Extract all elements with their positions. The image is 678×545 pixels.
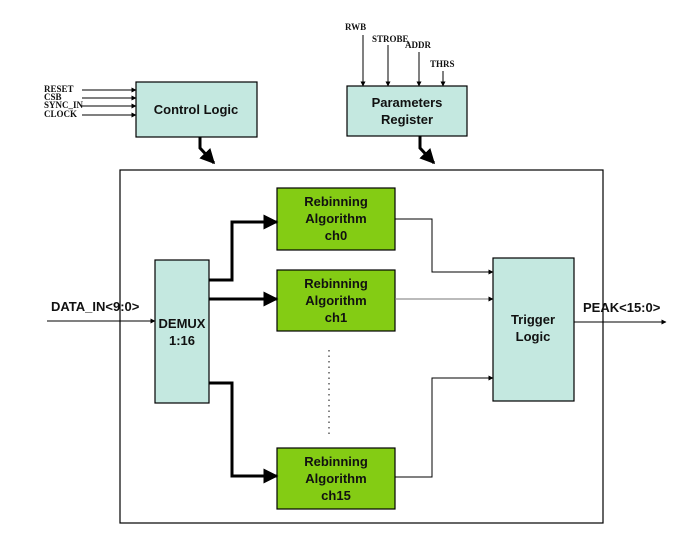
input-thrs-label: THRS: [430, 59, 455, 69]
parameters-register-label-line2: Register: [381, 112, 433, 127]
params-to-frame-link: [418, 136, 436, 165]
input-reset-label: RESET: [44, 84, 74, 94]
control-logic-label: Control Logic: [154, 102, 239, 117]
control-logic-block: [135, 81, 258, 138]
trigger-logic-label-line1: Trigger: [511, 312, 555, 327]
rebinning-ch15-block: [276, 447, 396, 510]
rebinning-ch15-label-line3: ch15: [321, 488, 351, 503]
parameters-register-block: [346, 85, 468, 137]
rebinning-ch1-label-line1: Rebinning: [304, 276, 368, 291]
parameters-register-label-line1: Parameters: [372, 95, 443, 110]
rebinning-ch0-block: [276, 187, 396, 251]
system-frame: [119, 169, 604, 524]
ch0-to-trigger-link: [395, 218, 494, 275]
trigger-logic-label-line2: Logic: [516, 329, 551, 344]
input-strobe-label: STROBE: [372, 34, 409, 44]
rebinning-ch0-label-line1: Rebinning: [304, 194, 368, 209]
ch15-to-trigger-link: [395, 375, 494, 478]
rebinning-ch1-label-line2: Algorithm: [305, 293, 366, 308]
input-sync-in-label: SYNC_IN: [44, 100, 84, 110]
rebinning-ch0-label-line2: Algorithm: [305, 211, 366, 226]
peak-out-label: PEAK<15:0>: [583, 300, 661, 315]
input-clock-label: CLOCK: [44, 109, 77, 119]
input-addr-label: ADDR: [405, 40, 431, 50]
data-in-label: DATA_IN<9:0>: [51, 299, 140, 314]
demux-block: [154, 259, 210, 404]
rebinning-ch15-label-line1: Rebinning: [304, 454, 368, 469]
demux-to-ch0-link: [209, 214, 279, 282]
demux-to-ch15-link: [209, 381, 279, 484]
rebinning-ch1-label-line3: ch1: [325, 310, 347, 325]
demux-label-line2: 1:16: [169, 333, 195, 348]
demux-label-line1: DEMUX: [159, 316, 206, 331]
control-to-frame-link: [198, 137, 216, 165]
rebinning-ch15-label-line2: Algorithm: [305, 471, 366, 486]
parameter-inputs: RWB STROBE ADDR THRS: [345, 22, 455, 87]
input-csb-label: CSB: [44, 92, 62, 102]
rebinning-ch0-label-line3: ch0: [325, 228, 347, 243]
control-inputs: RESET CSB SYNC_IN CLOCK: [44, 84, 137, 119]
trigger-logic-block: [492, 257, 575, 402]
input-rwb-label: RWB: [345, 22, 366, 32]
